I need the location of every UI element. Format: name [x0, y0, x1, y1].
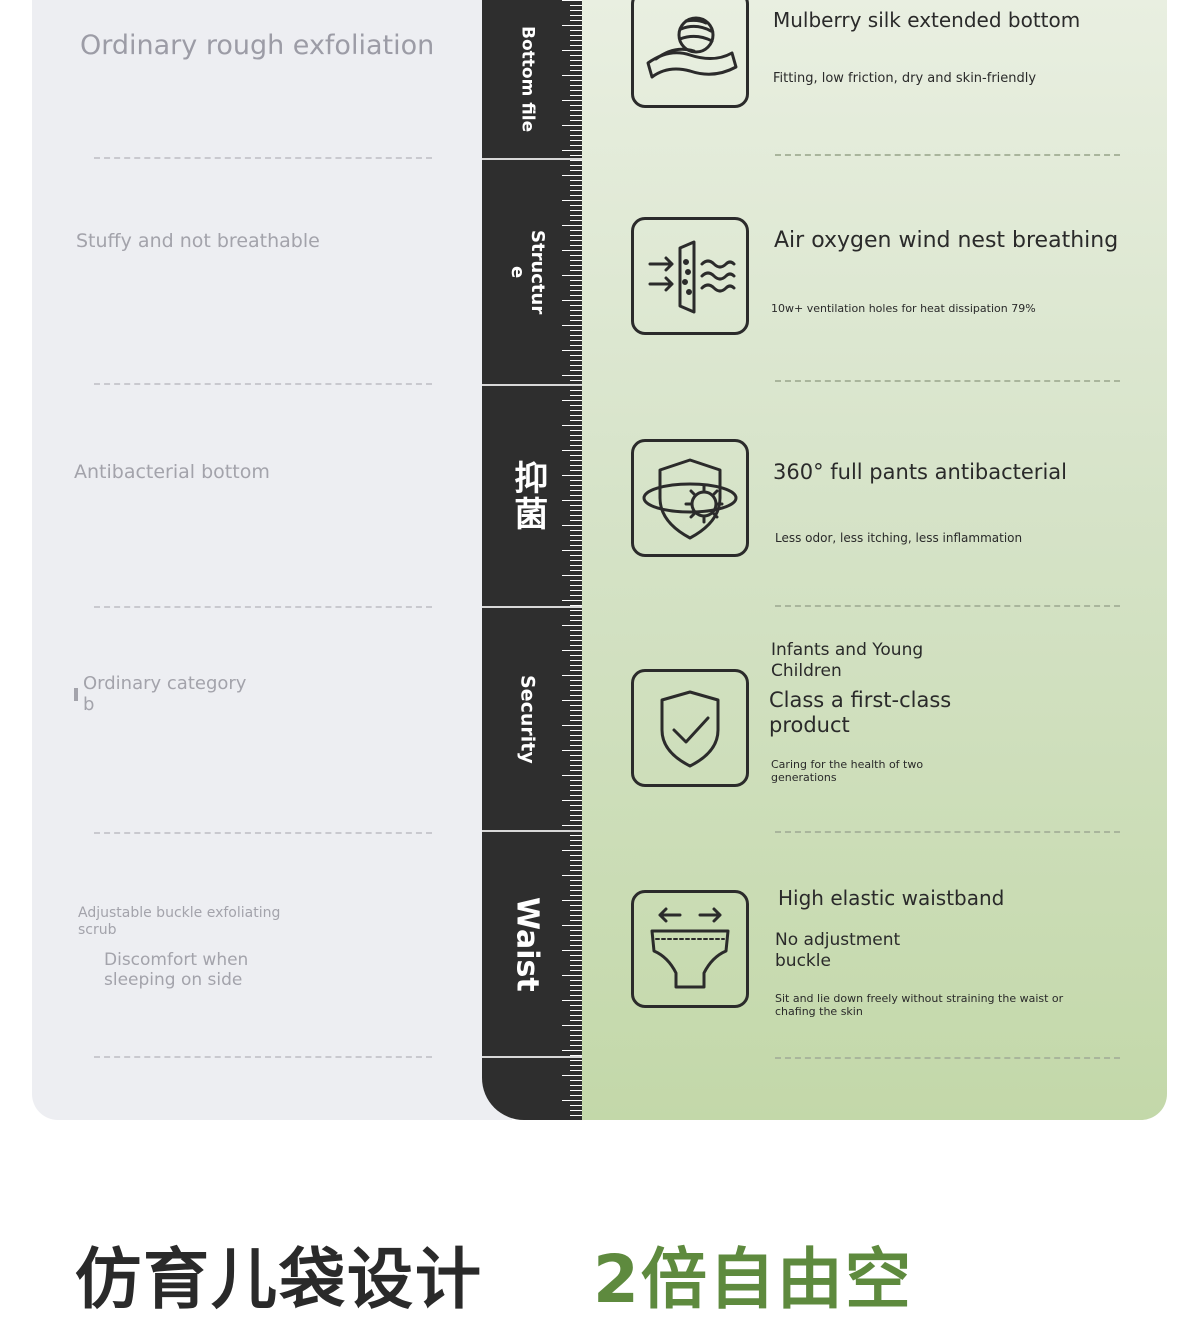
- left-item-stuffy: Stuffy and not breathable: [76, 230, 320, 252]
- row4-label-small: Infants and Young Children: [771, 640, 924, 681]
- spine-label-security: Security: [516, 674, 539, 764]
- right-divider: [775, 1057, 1120, 1059]
- bottom-heading-part2: 2倍自由空: [592, 1241, 913, 1318]
- row5-desc: Sit and lie down freely without strainin…: [775, 992, 1064, 1018]
- right-divider: [775, 605, 1120, 607]
- row3-desc: Less odor, less itching, less inflammati…: [775, 531, 1023, 545]
- left-divider: [94, 606, 432, 608]
- comparison-left-panel: [32, 0, 512, 1120]
- left-divider: [94, 1056, 432, 1058]
- left-marker: [74, 688, 78, 701]
- category-spine: Bottom file Structure 抑菌 Security Waist: [482, 0, 582, 1120]
- comparison-right-panel: [580, 0, 1167, 1120]
- row3-title: 360° full pants antibacterial: [773, 460, 1067, 484]
- airflow-icon: [631, 217, 749, 335]
- spine-divider: [482, 384, 582, 386]
- bottom-heading-part1: 仿育儿袋设计: [75, 1241, 483, 1318]
- row4-title: Class a first-class product: [769, 688, 952, 737]
- left-item-antibacterial-bottom: Antibacterial bottom: [74, 461, 270, 483]
- spine-divider: [482, 606, 582, 608]
- spine-divider: [482, 158, 582, 160]
- left-divider: [94, 157, 432, 159]
- antibacterial-shield-icon: [631, 439, 749, 557]
- bottom-heading: 仿育儿袋设计 2倍自由空: [75, 1226, 913, 1322]
- underwear-icon: [631, 890, 749, 1008]
- right-divider: [775, 154, 1120, 156]
- spine-divider: [482, 830, 582, 832]
- row2-title: Air oxygen wind nest breathing: [774, 228, 1119, 253]
- check-shield-icon: [631, 669, 749, 787]
- right-divider: [775, 831, 1120, 833]
- left-divider: [94, 832, 432, 834]
- ruler-ticks-major: [562, 0, 582, 1120]
- left-item-adjustable-buckle: Adjustable buckle exfoliating scrub: [78, 905, 281, 938]
- row2-desc: 10w+ ventilation holes for heat dissipat…: [771, 302, 1036, 315]
- left-item-side-sleeping: Discomfort when sleeping on side: [104, 950, 249, 990]
- left-item-rough-exfoliation: Ordinary rough exfoliation: [80, 30, 435, 61]
- spine-label-waist: Waist: [509, 896, 545, 992]
- spine-label-structure: Structure: [507, 229, 548, 315]
- row5-subtitle: No adjustment buckle: [775, 930, 901, 971]
- spine-divider: [482, 1056, 582, 1058]
- spine-label-antibacterial: 抑菌: [507, 460, 548, 532]
- left-divider: [94, 383, 432, 385]
- left-item-ordinary-category: Ordinary category b: [83, 673, 247, 715]
- row1-title: Mulberry silk extended bottom: [773, 8, 1081, 32]
- row5-title: High elastic waistband: [778, 886, 1005, 910]
- row1-desc: Fitting, low friction, dry and skin-frie…: [773, 71, 1037, 86]
- spine-label-bottom-file: Bottom file: [517, 25, 538, 133]
- row4-desc: Caring for the health of two generations: [771, 758, 924, 784]
- right-divider: [775, 380, 1120, 382]
- silk-cocoon-icon: [631, 0, 749, 108]
